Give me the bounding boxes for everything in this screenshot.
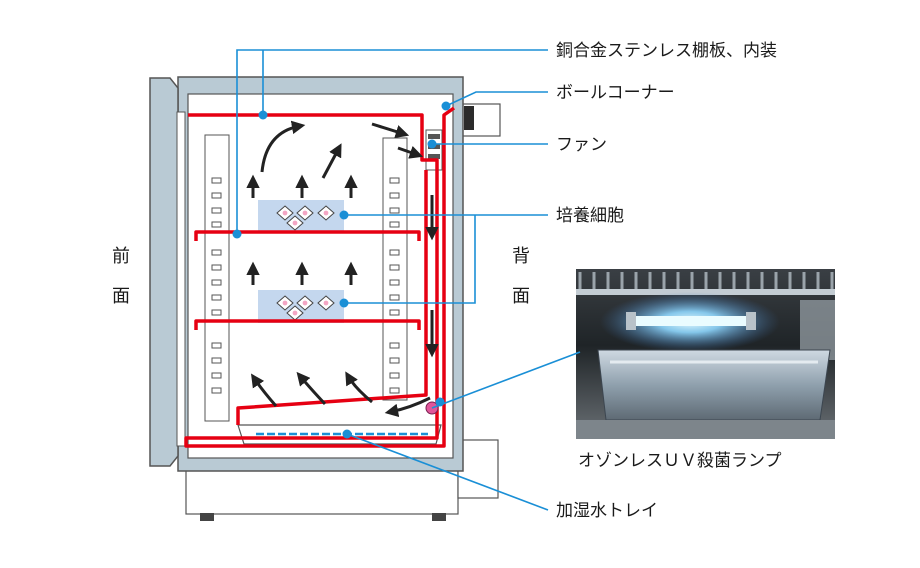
side-back-1: 背	[512, 246, 530, 267]
airflow-duct	[184, 106, 456, 448]
cabinet-foot-right	[432, 513, 446, 521]
leader-dots	[232, 101, 451, 439]
arrow-diag-up	[321, 143, 342, 179]
label-fan: ファン	[556, 135, 607, 155]
cell-zone-upper	[258, 200, 344, 233]
arrow-top-right	[371, 122, 410, 139]
fan-blade-1	[428, 134, 440, 139]
side-back-2: 面	[512, 286, 530, 307]
leader-corner	[445, 91, 548, 107]
leader-cells	[344, 214, 548, 304]
leader-uv	[431, 351, 581, 409]
label-tray: 加湿水トレイ	[556, 501, 658, 521]
cell-zone-lower	[258, 290, 344, 323]
side-front-1: 前	[112, 246, 130, 267]
leader-lines	[236, 49, 581, 511]
cabinet-door-inner	[176, 111, 186, 447]
cabinet-base	[185, 469, 459, 515]
shelf-upper	[194, 230, 421, 241]
label-uv-lamp: オゾンレスＵＶ殺菌ランプ	[578, 451, 782, 471]
arrow-curve-low-3	[345, 371, 373, 404]
side-front-2: 面	[112, 286, 130, 307]
cabinet-foot-left	[200, 513, 214, 521]
airflow-duct-inner	[236, 170, 428, 425]
arrow-curve-bottom	[384, 396, 431, 418]
label-cells: 培養細胞	[556, 206, 624, 226]
arrow-to-fan	[397, 145, 424, 159]
shelf-lower	[194, 319, 421, 330]
leader-shelves	[236, 49, 548, 234]
leader-tray	[346, 433, 549, 511]
humidifier-tray	[237, 424, 442, 445]
arrow-curve-low-1	[251, 373, 278, 407]
cabinet-top-unit-dark	[464, 106, 474, 130]
uv-lamp-photo	[576, 269, 835, 439]
label-shelves: 銅合金ステンレス棚板、内装	[556, 41, 777, 61]
rail-slots-left	[211, 177, 222, 394]
label-corner: ボールコーナー	[556, 83, 675, 103]
arrow-curve-low-2	[296, 371, 327, 406]
arrow-curve-top	[260, 120, 306, 173]
airflow-arrows	[246, 120, 439, 418]
rail-slots-right	[389, 177, 400, 394]
cabinet-door	[149, 77, 179, 467]
fan-blade-3	[428, 154, 440, 159]
